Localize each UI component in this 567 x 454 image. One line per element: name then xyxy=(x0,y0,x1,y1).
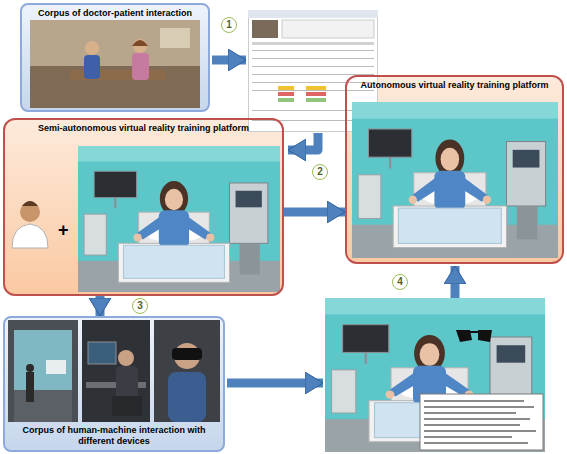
flow-arrow xyxy=(451,266,460,298)
flow-arrow xyxy=(227,379,323,388)
callout-number: 2 xyxy=(312,164,328,180)
chat-line xyxy=(424,400,524,402)
icon-body xyxy=(12,224,48,248)
glasses-bridge xyxy=(470,331,478,333)
chat-line xyxy=(424,442,528,444)
chat-screenshot xyxy=(325,298,545,452)
chat-line xyxy=(424,430,536,432)
box-title: Autonomous virtual reality training plat… xyxy=(360,80,548,91)
flow-arrow xyxy=(212,56,246,65)
chat-line xyxy=(424,412,516,414)
glasses-lens xyxy=(456,330,472,342)
chat-line xyxy=(424,436,512,438)
platform-box: Semi-autonomous virtual reality training… xyxy=(3,118,284,296)
box-fill xyxy=(4,317,224,451)
trainee-icon xyxy=(12,201,48,248)
desktop-photo xyxy=(82,320,150,422)
plus-sign: + xyxy=(58,220,69,241)
icon-hair xyxy=(22,201,38,206)
flow-arrows xyxy=(212,60,455,383)
box-fill xyxy=(21,4,209,111)
callout-number: 4 xyxy=(392,274,408,290)
callout-anchor: 2 xyxy=(312,164,328,180)
vr-room-autonomous xyxy=(352,102,558,258)
callout-anchor: 4 xyxy=(392,274,408,290)
platform-box: Autonomous virtual reality training plat… xyxy=(345,75,564,264)
clinic-photo xyxy=(30,20,200,108)
chat-line xyxy=(424,424,520,426)
callout-number: 3 xyxy=(132,298,148,314)
flow-arrow xyxy=(96,296,105,316)
box-title: Semi-autonomous virtual reality training… xyxy=(38,123,249,134)
chat-line xyxy=(424,406,534,408)
flow-arrow xyxy=(288,133,318,150)
callout-number: 1 xyxy=(221,17,237,33)
glasses-lens xyxy=(478,330,492,342)
corpus-box: Corpus of human-machine interaction with… xyxy=(3,316,225,452)
box-fill xyxy=(346,76,563,263)
callout-anchor: 3 xyxy=(132,298,148,314)
cave-photo xyxy=(8,320,78,422)
box-fill xyxy=(4,119,283,295)
callout-anchor: 1 xyxy=(221,17,237,33)
icon-head xyxy=(20,202,40,222)
box-title: Corpus of human-machine interaction with… xyxy=(10,425,218,447)
vr-room-semi xyxy=(78,146,280,292)
box-fill-layer xyxy=(4,4,563,451)
chat-line xyxy=(424,418,530,420)
chat-panel xyxy=(420,394,543,450)
flow-arrow xyxy=(284,208,345,217)
box-title: Corpus of doctor-patient interaction xyxy=(38,8,192,19)
corpus-box: Corpus of doctor-patient interaction xyxy=(20,3,210,112)
headset-photo xyxy=(154,320,220,422)
chat-log-panel xyxy=(420,394,543,450)
glasses-icon xyxy=(456,330,492,342)
